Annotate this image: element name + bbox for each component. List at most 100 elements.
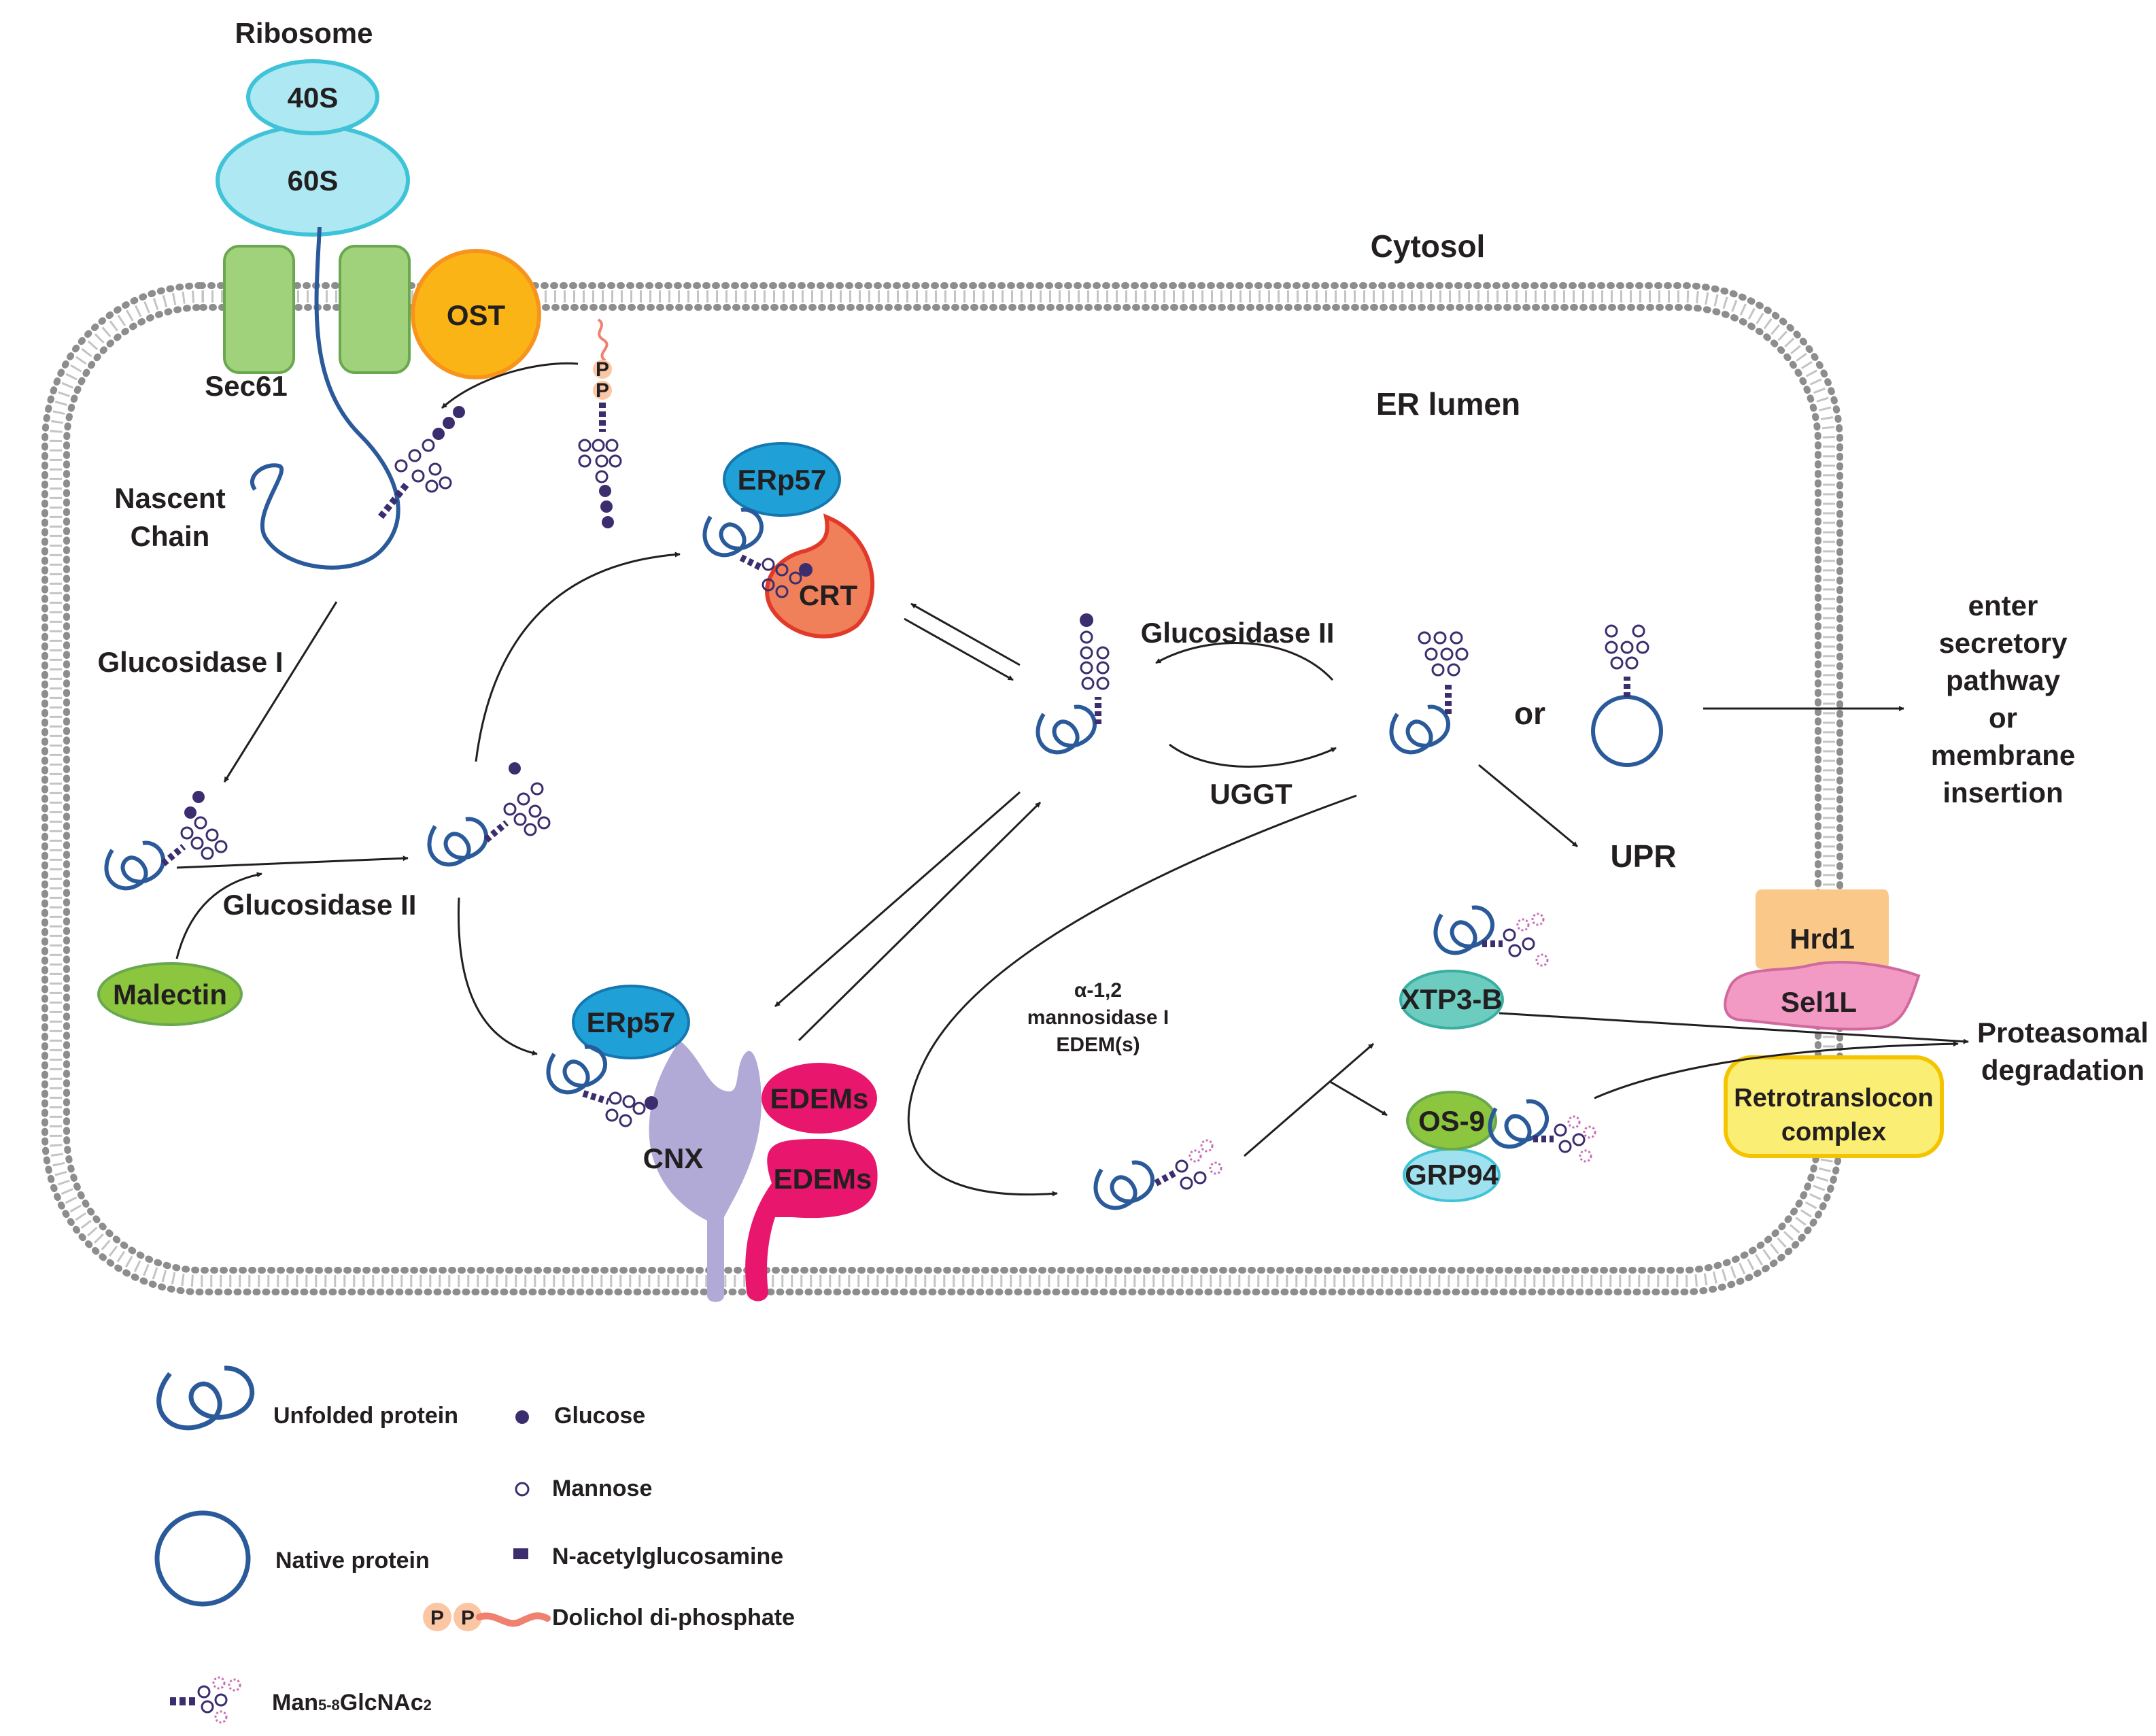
legend-mans-glcnac: Man5-8GlcNAc2 bbox=[272, 1690, 432, 1716]
edems-membrane bbox=[745, 1139, 878, 1301]
ribosome-label: Ribosome bbox=[235, 17, 373, 49]
edems-1-label: EDEMs bbox=[770, 1083, 869, 1114]
to-os9-arrow bbox=[1329, 1080, 1388, 1117]
retrotranslocon-line-2: complex bbox=[1781, 1118, 1886, 1146]
exit-line-4: or bbox=[1989, 702, 2017, 734]
os9 bbox=[1406, 1091, 1497, 1151]
legend-unfolded-protein: Unfolded protein bbox=[273, 1403, 458, 1429]
cnx-label: CNX bbox=[643, 1142, 704, 1174]
cytosol-label: Cytosol bbox=[1371, 228, 1486, 264]
subunit-60s-label: 60S bbox=[288, 165, 339, 197]
protein-glc2 bbox=[104, 791, 228, 891]
upr-label: UPR bbox=[1610, 838, 1676, 874]
protein-central-glc1 bbox=[1036, 613, 1110, 755]
retrotranslocon-complex bbox=[1724, 1055, 1944, 1158]
glycan-transfer-arrow bbox=[441, 362, 579, 409]
cnx-release-arrow bbox=[798, 801, 1042, 1042]
er-lumen-label: ER lumen bbox=[1376, 386, 1520, 422]
protein-bound-xtp3b bbox=[1433, 905, 1549, 967]
edems-soluble bbox=[762, 1063, 877, 1134]
exit-line-2: secretory bbox=[1938, 627, 2068, 659]
calnexin bbox=[649, 1040, 762, 1302]
legend-phosphate-2: P bbox=[461, 1607, 475, 1629]
legend-mannose-symbol bbox=[515, 1482, 530, 1497]
to-cnx-arrow bbox=[457, 897, 538, 1056]
to-xtp3b-arrow bbox=[1244, 1042, 1374, 1157]
legend: Unfolded protein Glucose Mannose Native … bbox=[154, 1365, 795, 1724]
legend-phosphate-1: P bbox=[430, 1607, 444, 1629]
hrd1 bbox=[1756, 889, 1889, 969]
exit-line-1: enter bbox=[1968, 590, 2038, 622]
subunit-40s-label: 40S bbox=[288, 82, 339, 114]
legend-glucose: Glucose bbox=[554, 1403, 645, 1429]
erp57-top-label: ERp57 bbox=[738, 464, 827, 496]
uggt-label: UGGT bbox=[1210, 778, 1293, 810]
exit-line-6: insertion bbox=[1943, 777, 2063, 809]
os9-degradation-arrow bbox=[1594, 1041, 1959, 1100]
crt-bind-arrow bbox=[904, 617, 1014, 681]
protein-mannose-trimmed bbox=[1093, 1139, 1222, 1210]
mannosidase-line-3: EDEM(s) bbox=[1056, 1034, 1140, 1056]
ost-complex bbox=[411, 249, 541, 379]
protein-bound-os9 bbox=[1488, 1099, 1596, 1163]
malectin-label: Malectin bbox=[113, 978, 227, 1010]
sec61-left bbox=[223, 245, 295, 374]
mannosidase-arrow bbox=[907, 794, 1357, 1197]
ost-label: OST bbox=[447, 299, 506, 331]
legend-dolichol-symbol: P P bbox=[423, 1603, 551, 1631]
erp57-bottom-label: ERp57 bbox=[587, 1006, 676, 1038]
legend-dolichol: Dolichol di-phosphate bbox=[552, 1605, 795, 1631]
hrd1-label: Hrd1 bbox=[1790, 923, 1855, 955]
nascent-chain-glycan bbox=[378, 406, 465, 520]
mannosidase-line-2: mannosidase I bbox=[1027, 1006, 1169, 1029]
legend-mans-sub1: 5-8 bbox=[318, 1697, 340, 1714]
grp94-label: GRP94 bbox=[1405, 1159, 1499, 1191]
sec61-label: Sec61 bbox=[205, 370, 287, 402]
legend-mans-glycan-symbol bbox=[170, 1676, 241, 1724]
dolichol-glycan-donor: P P bbox=[578, 318, 622, 528]
erp57-bottom bbox=[572, 985, 690, 1059]
glucosidase-ii-lower-label: Glucosidase II bbox=[223, 889, 417, 921]
mannosidase-line-1: α-1,2 bbox=[1074, 979, 1122, 1002]
upr-arrow bbox=[1478, 764, 1578, 848]
proteasomal-line-2: degradation bbox=[1981, 1054, 2144, 1086]
legend-glcnac: N-acetylglucosamine bbox=[552, 1544, 783, 1569]
legend-mannose: Mannose bbox=[552, 1476, 652, 1501]
xtp3b-degradation-arrow bbox=[1499, 1012, 1969, 1044]
erp57-top bbox=[723, 442, 841, 517]
os9-label: OS-9 bbox=[1418, 1105, 1485, 1137]
legend-mans-sub2: 2 bbox=[424, 1697, 432, 1714]
edems-2-label: EDEMs bbox=[774, 1163, 872, 1195]
legend-glucose-symbol bbox=[515, 1410, 529, 1424]
nascent-chain-label-2: Chain bbox=[131, 520, 210, 552]
protein-deglucosylated bbox=[1389, 631, 1469, 755]
calreticulin bbox=[765, 513, 875, 639]
nascent-chain-label-1: Nascent bbox=[114, 482, 225, 514]
native-protein-folded bbox=[1591, 624, 1663, 767]
malectin bbox=[97, 962, 243, 1026]
phosphate-label-1: P bbox=[596, 358, 609, 381]
nascent-chain-polypeptide bbox=[250, 226, 400, 570]
glucosidase-i-label: Glucosidase I bbox=[97, 646, 283, 678]
protein-bound-crt bbox=[702, 507, 812, 598]
glucosidase-i-arrow bbox=[223, 601, 338, 783]
crt-label: CRT bbox=[799, 579, 858, 611]
cnx-bind-arrow bbox=[774, 791, 1021, 1008]
sel1l bbox=[1724, 961, 1921, 1031]
retrotranslocon-line-1: Retrotranslocon bbox=[1734, 1084, 1933, 1112]
xtp3b-label: XTP3-B bbox=[1401, 983, 1502, 1015]
sel1l-label: Sel1L bbox=[1781, 986, 1857, 1018]
glucosidase-ii-lower-arrow bbox=[176, 855, 409, 869]
legend-native-protein-symbol bbox=[154, 1510, 251, 1607]
er-membrane bbox=[41, 282, 1843, 1295]
xtp3b bbox=[1399, 970, 1504, 1029]
protein-glc1 bbox=[427, 762, 551, 867]
glucosidase-ii-upper-arrow bbox=[1155, 642, 1334, 681]
sec61-right bbox=[339, 245, 411, 374]
ribosome-40s bbox=[246, 59, 379, 135]
legend-native-protein: Native protein bbox=[275, 1548, 430, 1573]
to-crt-arrow bbox=[475, 551, 681, 762]
uggt-arrow bbox=[1169, 743, 1337, 768]
phosphate-label-2: P bbox=[596, 379, 609, 402]
